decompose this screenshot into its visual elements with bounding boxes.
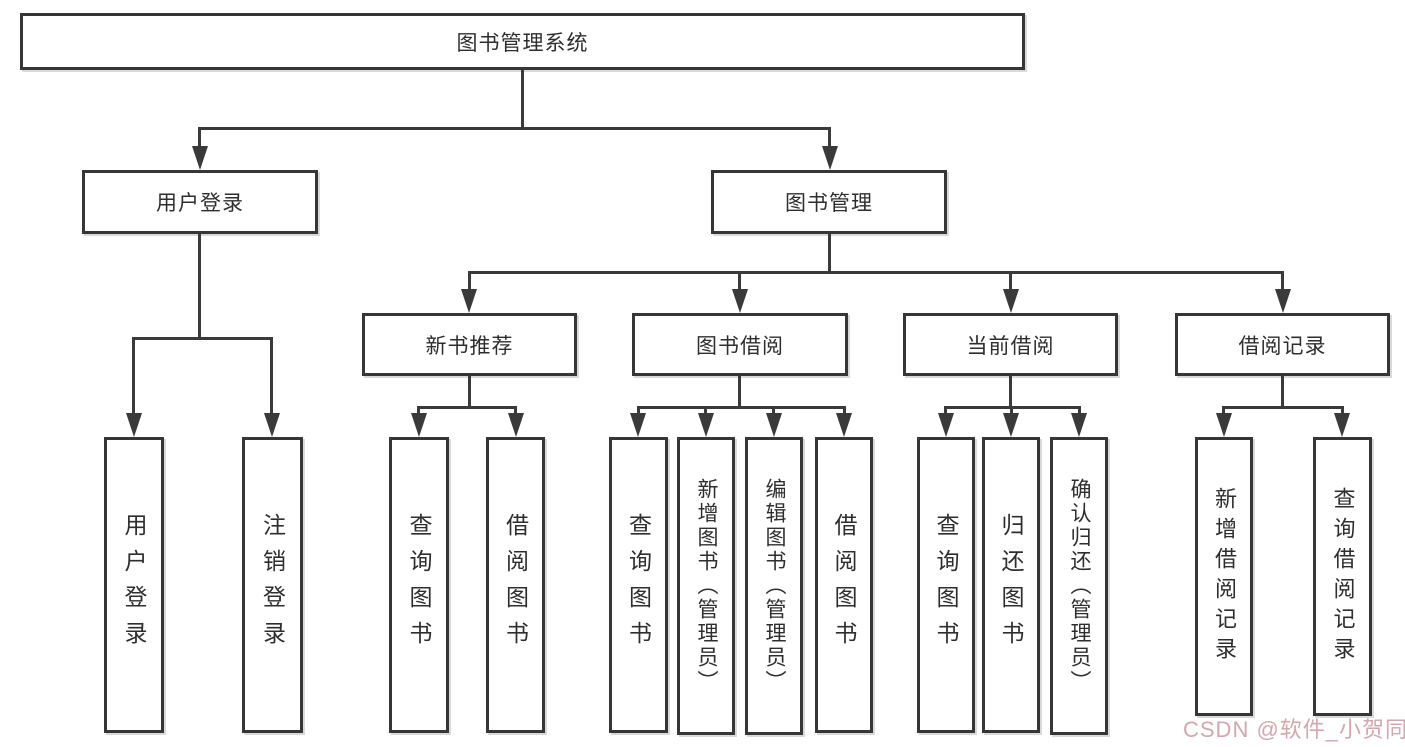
node-book-management: 图书管理: [711, 170, 947, 234]
arrow-down: [1071, 413, 1087, 437]
node-user-login-action: 用户登录: [104, 437, 164, 733]
node-query-borrow-record: 查询借阅记录: [1313, 437, 1372, 716]
connector-line: [843, 406, 846, 416]
connector-line: [738, 271, 741, 293]
connector-line: [1009, 271, 1012, 293]
node-borrow-books-recommend: 借阅图书: [486, 437, 545, 733]
node-confirm-return-admin: 确认归还（管理员）: [1050, 437, 1108, 735]
connector-line: [198, 234, 201, 338]
arrow-down: [938, 413, 954, 437]
connector-line: [417, 406, 517, 409]
arrow-down: [1334, 413, 1350, 437]
node-library-system: 图书管理系统: [20, 13, 1025, 70]
connector-line: [1341, 406, 1344, 416]
connector-line: [1281, 376, 1284, 409]
connector-line: [468, 376, 471, 409]
node-user-login: 用户登录: [82, 170, 318, 234]
connector-line: [637, 406, 846, 409]
node-edit-books-admin: 编辑图书（管理员）: [745, 437, 803, 735]
connector-line: [772, 406, 775, 416]
arrow-down: [1216, 413, 1232, 437]
connector-line: [521, 69, 524, 129]
connector-line: [468, 271, 471, 293]
arrow-down: [264, 413, 280, 437]
watermark: CSDN @软件_小贺同学: [1183, 717, 1405, 742]
connector-line: [198, 127, 831, 130]
arrow-down: [126, 413, 142, 437]
connector-line: [1009, 376, 1012, 409]
arrow-down: [1003, 413, 1019, 437]
arrow-down: [1003, 289, 1019, 313]
arrow-down: [732, 289, 748, 313]
node-query-books-borrowing: 查询图书: [609, 437, 668, 733]
connector-line: [417, 406, 420, 416]
arrow-down: [698, 413, 714, 437]
connector-line: [1222, 406, 1344, 409]
node-add-borrow-record: 新增借阅记录: [1195, 437, 1253, 716]
node-borrow-books-borrowing: 借阅图书: [815, 437, 873, 733]
connector-line: [514, 406, 517, 416]
arrow-down: [508, 413, 524, 437]
connector-line: [1010, 406, 1013, 416]
arrow-down: [411, 413, 427, 437]
node-query-books-recommend: 查询图书: [389, 437, 449, 733]
connector-line: [132, 337, 273, 340]
arrow-down: [461, 289, 477, 313]
arrow-down: [836, 413, 852, 437]
connector-line: [1222, 406, 1225, 416]
connector-line: [132, 337, 135, 415]
connector-line: [1281, 271, 1284, 293]
arrow-down: [822, 146, 838, 170]
connector-line: [738, 376, 741, 409]
connector-line: [944, 406, 947, 416]
connector-line: [704, 406, 707, 416]
node-return-books: 归还图书: [982, 437, 1040, 733]
node-add-books-admin: 新增图书（管理员）: [677, 437, 735, 735]
node-borrowing-records: 借阅记录: [1175, 313, 1390, 376]
node-query-books-current: 查询图书: [917, 437, 975, 733]
connector-line: [637, 406, 640, 416]
node-new-book-recommend: 新书推荐: [362, 313, 577, 376]
connector-line: [828, 234, 831, 272]
arrow-down: [630, 413, 646, 437]
arrow-down: [766, 413, 782, 437]
connector-line: [1078, 406, 1081, 416]
node-current-borrowing: 当前借阅: [903, 313, 1118, 376]
connector-line: [828, 127, 831, 150]
connector-line: [270, 337, 273, 415]
connector-line: [198, 127, 201, 150]
node-book-borrowing: 图书借阅: [632, 313, 848, 376]
arrow-down: [192, 146, 208, 170]
node-logout-action: 注销登录: [242, 437, 303, 733]
arrow-down: [1275, 289, 1291, 313]
connector-line: [468, 271, 1282, 274]
